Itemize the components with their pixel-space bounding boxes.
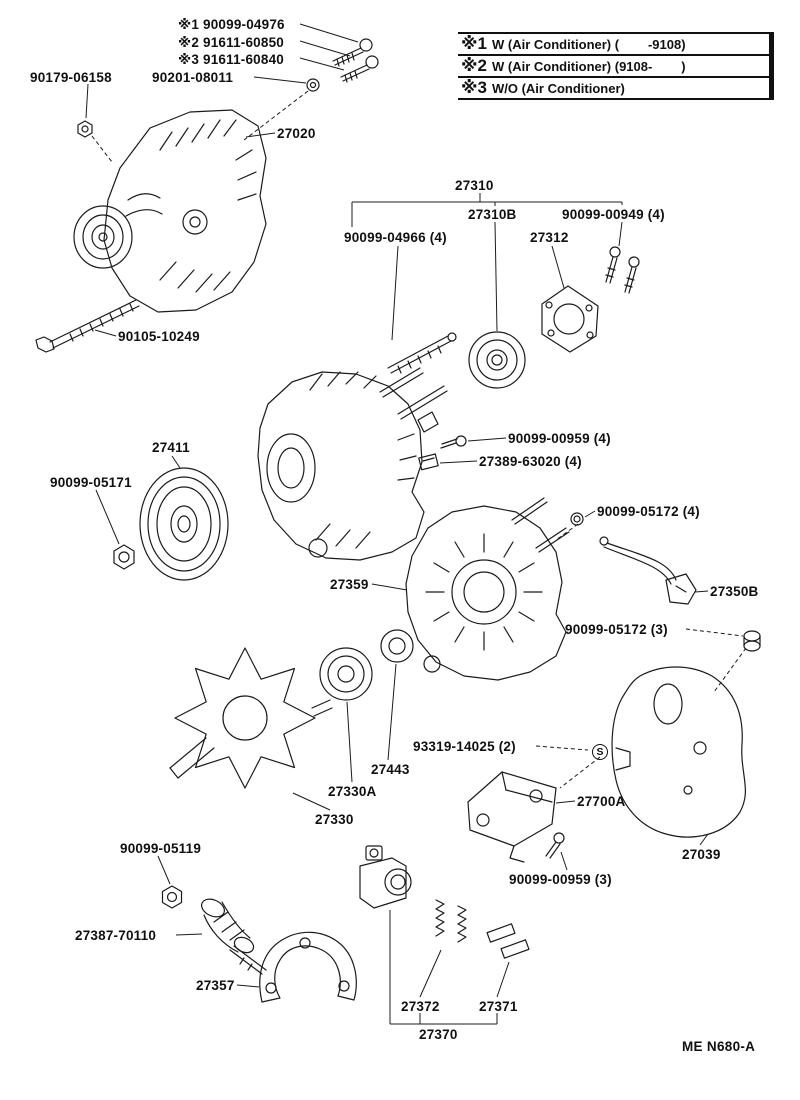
callout-27020: 27020 <box>277 126 316 141</box>
bolt-icon <box>35 299 140 353</box>
legend-symbol: ※1 <box>461 34 487 53</box>
washer-icon <box>306 78 320 92</box>
callout-27700A: 27700A <box>577 794 626 809</box>
callout-27411: 27411 <box>152 440 190 455</box>
callout-90099-00959-3: 90099-00959 (3) <box>509 872 612 887</box>
callout-27370: 27370 <box>419 1027 458 1042</box>
washer-icon <box>570 512 584 526</box>
holder-block-art <box>359 845 412 909</box>
grommet-icon <box>743 630 761 652</box>
nut-icon <box>77 120 93 138</box>
callout-91611-60840: ※3 91611-60840 <box>178 52 285 67</box>
callout-90099-05171: 90099-05171 <box>50 475 132 490</box>
nut-icon <box>113 544 135 570</box>
rectifier-art <box>229 931 357 1003</box>
stud-bolt-icon <box>387 332 457 374</box>
callout-90099-05119: 90099-05119 <box>120 841 202 856</box>
callout-90099-05172-3: 90099-05172 (3) <box>565 622 668 637</box>
callout-90099-05172-4: 90099-05172 (4) <box>597 504 700 519</box>
bearing-icon <box>468 331 526 389</box>
screw-icon <box>605 246 640 294</box>
callout-27312: 27312 <box>530 230 569 245</box>
screw-icon <box>440 435 467 449</box>
legend-text: W/O (Air Conditioner) <box>491 80 625 96</box>
callout-27350B: 27350B <box>710 584 759 599</box>
callout-90105-10249: 90105-10249 <box>118 329 200 344</box>
callout-90099-04976: ※1 90099-04976 <box>178 17 285 32</box>
callout-27359: 27359 <box>330 577 369 592</box>
callout-90099-00959-4: 90099-00959 (4) <box>508 431 611 446</box>
legend-row: ※2 W (Air Conditioner) (9108- ) <box>458 56 769 78</box>
callout-27330A: 27330A <box>328 784 377 799</box>
callout-27443: 27443 <box>371 762 410 777</box>
leader-lines <box>85 23 709 1025</box>
seal-icon <box>380 629 414 663</box>
drawing-code: ME N680-A <box>682 1039 756 1054</box>
callout-27372: 27372 <box>401 999 440 1014</box>
rear-cover-art <box>611 666 747 838</box>
legend-box: ※1 W (Air Conditioner) ( -9108) ※2 W (Ai… <box>458 32 774 100</box>
callout-27330: 27330 <box>315 812 354 827</box>
wire-lead-icon <box>599 536 697 605</box>
front-bracket-stator-art <box>257 367 448 561</box>
callout-91611-60850: ※2 91611-60850 <box>178 35 285 50</box>
bolt-icon <box>332 38 379 83</box>
screw-icon <box>545 832 565 859</box>
callout-90201-08011: 90201-08011 <box>152 70 234 85</box>
screw-marker-s: S <box>592 744 608 760</box>
callout-27310B: 27310B <box>468 207 517 222</box>
callout-90099-04966: 90099-04966 (4) <box>344 230 447 245</box>
legend-symbol: ※3 <box>461 78 487 97</box>
callout-90179-06158: 90179-06158 <box>30 70 112 85</box>
bearing-icon <box>319 647 373 701</box>
rear-bracket-art <box>405 497 570 681</box>
leader-lines-dashed <box>91 90 747 789</box>
spring-icon <box>435 899 467 943</box>
callout-27310: 27310 <box>455 178 494 193</box>
brush-holder-icon <box>417 411 439 471</box>
callout-27387-70110: 27387-70110 <box>75 928 157 943</box>
retainer-plate-icon <box>541 285 599 353</box>
nut-icon <box>161 885 183 909</box>
callout-27389-63020: 27389-63020 (4) <box>479 454 582 469</box>
regulator-art <box>467 771 557 863</box>
callout-27357: 27357 <box>196 978 235 993</box>
legend-symbol: ※2 <box>461 56 487 75</box>
rotor-art <box>169 647 333 789</box>
insulator-art <box>201 898 255 954</box>
brush-icon <box>486 923 530 959</box>
callout-27039: 27039 <box>682 847 721 862</box>
callout-93319-14025: 93319-14025 (2) <box>413 739 516 754</box>
pulley-icon <box>139 467 229 581</box>
legend-row: ※1 W (Air Conditioner) ( -9108) <box>458 34 769 56</box>
legend-text: W (Air Conditioner) (9108- ) <box>491 58 686 74</box>
callout-90099-00949: 90099-00949 (4) <box>562 207 665 222</box>
callout-27371: 27371 <box>479 999 518 1014</box>
legend-row: ※3 W/O (Air Conditioner) <box>458 78 769 100</box>
legend-text: W (Air Conditioner) ( -9108) <box>491 36 686 52</box>
alternator-assembly-art <box>73 109 267 313</box>
